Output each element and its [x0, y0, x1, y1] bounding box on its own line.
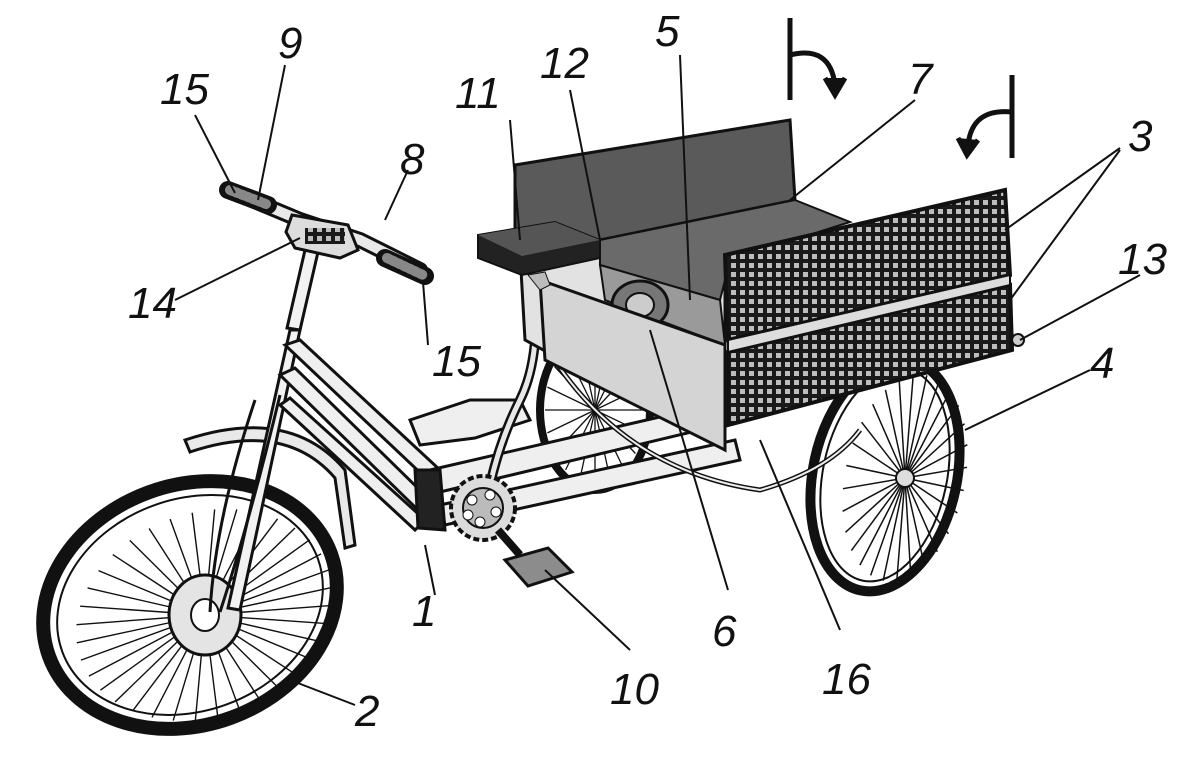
spoke	[904, 380, 941, 479]
spoke	[904, 477, 964, 492]
spoke	[850, 477, 906, 551]
panel-hinge	[727, 273, 1011, 354]
callout-14: 14	[128, 279, 177, 328]
spoke	[844, 477, 906, 533]
pedal	[494, 527, 575, 588]
seat	[477, 220, 601, 291]
spoke	[846, 464, 906, 479]
front-fork	[208, 248, 320, 613]
callout-5: 5	[655, 7, 680, 56]
callout-2: 2	[355, 687, 380, 736]
callout-8: 8	[400, 135, 425, 184]
spoke	[896, 477, 906, 581]
spoke	[869, 477, 906, 576]
rotation-arrow-left	[787, 18, 848, 100]
spoke	[547, 409, 596, 434]
spoke	[904, 466, 968, 479]
spoke	[904, 405, 960, 479]
spoke	[842, 477, 906, 490]
callout-9: 9	[278, 19, 303, 68]
spoke	[904, 477, 912, 576]
spoke	[904, 477, 949, 535]
spoke	[904, 423, 966, 479]
callout-10: 10	[610, 665, 659, 714]
spoke	[904, 477, 958, 514]
spoke	[904, 390, 951, 479]
spoke	[904, 477, 938, 553]
callout-4: 4	[1090, 339, 1115, 388]
spoke	[547, 386, 596, 411]
callout-1: 1	[412, 587, 437, 636]
right-grip	[376, 249, 434, 285]
callout-12: 12	[540, 39, 589, 88]
callout-15-right: 15	[432, 337, 481, 386]
spoke	[904, 444, 968, 479]
callout-7: 7	[908, 55, 933, 104]
spoke	[898, 380, 906, 479]
callout-11: 11	[455, 69, 501, 118]
spoke	[904, 375, 928, 479]
callout-15-left: 15	[160, 65, 209, 114]
callout-3: 3	[1128, 112, 1153, 161]
callout-6: 6	[712, 607, 737, 656]
spoke	[904, 477, 926, 567]
spoke	[904, 375, 914, 479]
spoke	[884, 389, 906, 479]
rotation-arrow-right	[955, 75, 1015, 160]
spoke	[842, 477, 906, 512]
callout-13: 13	[1118, 235, 1167, 284]
spoke	[861, 421, 906, 479]
callout-16: 16	[822, 655, 871, 704]
front-wheel	[36, 474, 344, 736]
spoke	[872, 403, 906, 479]
spoke	[852, 442, 906, 479]
spoke	[859, 477, 906, 566]
chainring	[449, 474, 517, 542]
hinge-knob	[1011, 333, 1025, 347]
handlebar	[219, 181, 434, 285]
spoke	[882, 477, 906, 581]
leader-lines	[174, 54, 1141, 706]
